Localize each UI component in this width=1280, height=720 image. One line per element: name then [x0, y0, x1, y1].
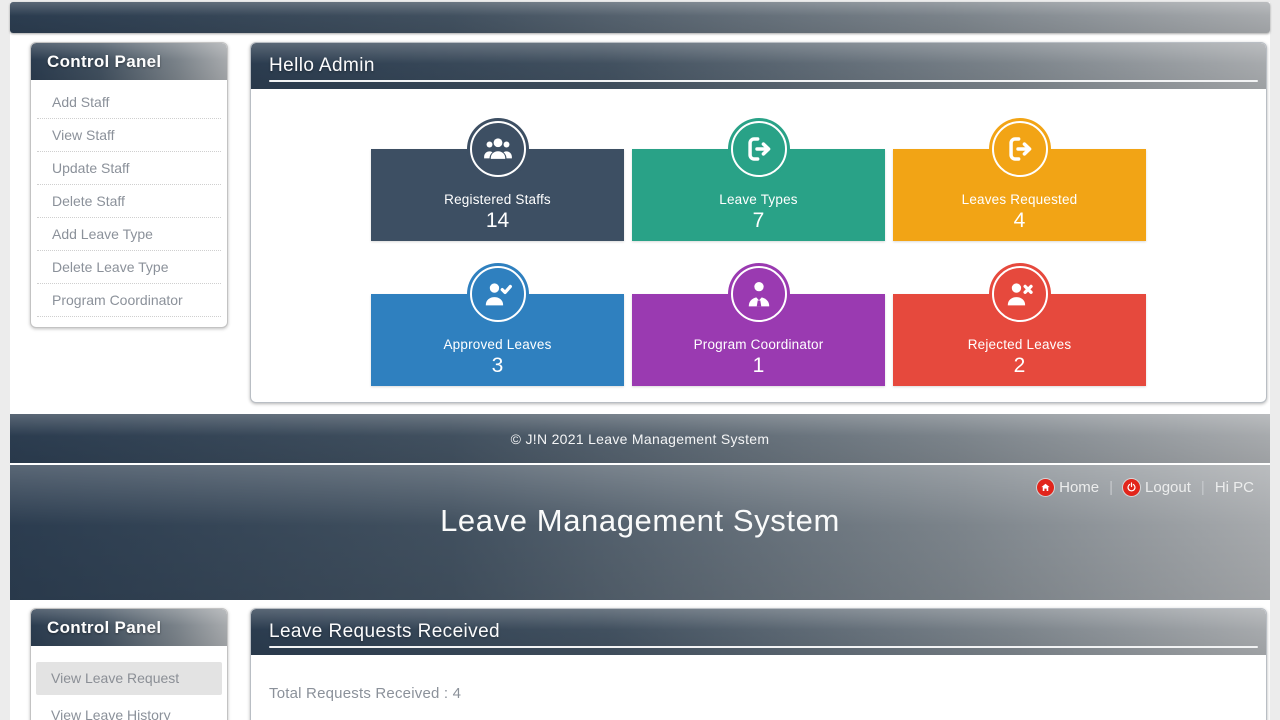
- control-panel-sidebar: Control Panel Add Staff View Staff Updat…: [30, 42, 228, 328]
- copyright-text: © J!N 2021 Leave Management System: [510, 430, 770, 447]
- sidebar-item-delete-staff[interactable]: Delete Staff: [37, 185, 221, 218]
- stat-cards-row-1: Registered Staffs 14 Leave Types 7: [251, 118, 1266, 241]
- users-icon: [466, 118, 529, 180]
- stat-value: 4: [1013, 209, 1026, 232]
- total-requests-text: Total Requests Received : 4: [269, 685, 462, 702]
- sidebar-item-view-leave-request[interactable]: View Leave Request: [36, 662, 222, 695]
- user-tie-icon: [727, 263, 790, 325]
- sidebar-title: Control Panel: [31, 609, 227, 646]
- sidebar-item-delete-leave-type[interactable]: Delete Leave Type: [37, 251, 221, 284]
- stat-label: Rejected Leaves: [967, 337, 1072, 352]
- sidebar-menu: Add Staff View Staff Update Staff Delete…: [31, 80, 227, 327]
- stat-cards-row-2: Approved Leaves 3 Program Coordinator 1: [251, 263, 1266, 386]
- stat-value: 1: [752, 354, 765, 377]
- leave-requests-title: Leave Requests Received: [251, 609, 1266, 655]
- sidebar-menu: View Leave Request View Leave History: [31, 646, 227, 720]
- sidebar-title: Control Panel: [31, 43, 227, 80]
- stat-card-program-coordinator[interactable]: Program Coordinator 1: [632, 263, 885, 386]
- footer-bar: © J!N 2021 Leave Management System: [10, 414, 1270, 463]
- stat-value: 14: [485, 209, 510, 232]
- stat-card-leaves-requested[interactable]: Leaves Requested 4: [893, 118, 1146, 241]
- home-link[interactable]: Home: [1037, 479, 1099, 496]
- sidebar-item-view-leave-history[interactable]: View Leave History: [51, 707, 171, 720]
- sidebar-item-view-staff[interactable]: View Staff: [37, 119, 221, 152]
- stat-card-rejected-leaves[interactable]: Rejected Leaves 2: [893, 263, 1146, 386]
- stat-card-approved-leaves[interactable]: Approved Leaves 3: [371, 263, 624, 386]
- leave-requests-section: Control Panel View Leave Request View Le…: [10, 608, 1270, 720]
- hello-admin-title: Hello Admin: [251, 43, 1266, 89]
- sidebar-item-add-leave-type[interactable]: Add Leave Type: [37, 218, 221, 251]
- stat-value: 7: [752, 209, 765, 232]
- stat-label: Approved Leaves: [443, 337, 552, 352]
- top-nav: Home | Logout | Hi PC: [1037, 479, 1254, 496]
- dashboard-section: Control Panel Add Staff View Staff Updat…: [10, 42, 1270, 403]
- control-panel-sidebar-bottom: Control Panel View Leave Request View Le…: [30, 608, 228, 720]
- page: Control Panel Add Staff View Staff Updat…: [10, 2, 1270, 720]
- stat-value: 2: [1013, 354, 1026, 377]
- sidebar-item-add-staff[interactable]: Add Staff: [37, 86, 221, 119]
- top-gradient-bar: [10, 2, 1270, 33]
- stat-label: Registered Staffs: [444, 192, 551, 207]
- sign-out-icon: [988, 118, 1051, 180]
- hello-admin-panel: Hello Admin Registered Staffs 14: [250, 42, 1267, 403]
- stat-card-leave-types[interactable]: Leave Types 7: [632, 118, 885, 241]
- site-header-banner: Home | Logout | Hi PC Leave Management S…: [10, 465, 1270, 600]
- logout-link[interactable]: Logout: [1123, 479, 1191, 496]
- user-x-icon: [988, 263, 1051, 325]
- stat-label: Leave Types: [719, 192, 798, 207]
- home-icon: [1037, 479, 1055, 496]
- power-icon: [1123, 479, 1141, 496]
- nav-separator: |: [1109, 479, 1114, 496]
- stat-card-registered-staffs[interactable]: Registered Staffs 14: [371, 118, 624, 241]
- logout-label: Logout: [1145, 479, 1191, 496]
- site-title: Leave Management System: [440, 503, 840, 538]
- stat-label: Leaves Requested: [961, 192, 1078, 207]
- user-greeting: Hi PC: [1214, 479, 1254, 496]
- home-label: Home: [1059, 479, 1100, 496]
- leave-requests-panel: Leave Requests Received Total Requests R…: [250, 608, 1267, 720]
- stat-label: Program Coordinator: [693, 337, 824, 352]
- sign-out-icon: [727, 118, 790, 180]
- sidebar-item-program-coordinator[interactable]: Program Coordinator: [37, 284, 221, 317]
- stat-value: 3: [491, 354, 504, 377]
- nav-separator: |: [1200, 479, 1205, 496]
- sidebar-item-update-staff[interactable]: Update Staff: [37, 152, 221, 185]
- user-check-icon: [466, 263, 529, 325]
